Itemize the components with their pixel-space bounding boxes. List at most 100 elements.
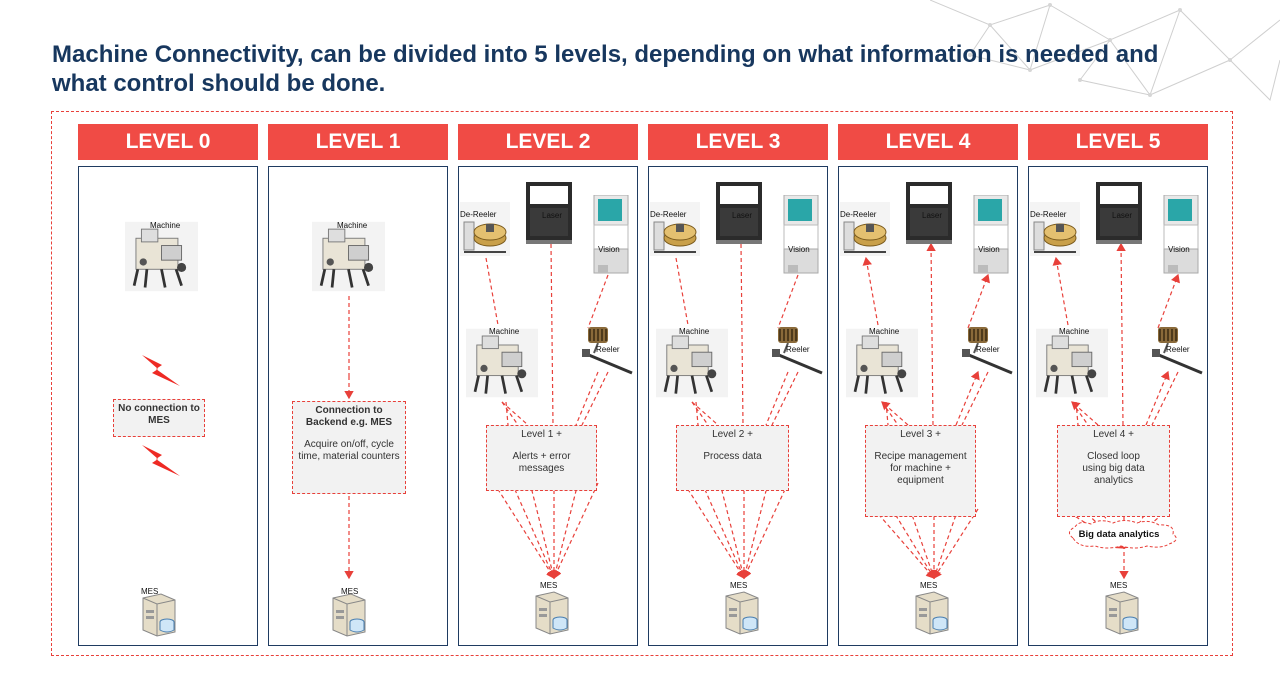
connection-line [587,274,609,329]
control-arrow [1052,256,1069,326]
level-2-box-title: Level 1 + [521,429,562,440]
connection-line [505,401,509,426]
connection-line [765,371,789,426]
connection-line [550,243,554,426]
vision-icon [973,195,1009,274]
connection-line [740,243,744,426]
machine-icon [656,328,728,398]
level-4-box-title: Level 3 + [900,429,941,440]
connection-line [691,401,709,426]
dereeler-label: De-Reeler [460,210,497,219]
mes-label: MES [1110,581,1128,590]
vision-label: Vision [788,245,810,254]
reeler-label: Reeler [976,345,1000,354]
machine-icon [846,328,918,398]
no-connection-lightning-icon [142,445,180,476]
laser-icon [1096,182,1142,244]
vision-label: Vision [1168,245,1190,254]
level-2-box-text: Alerts + error messages [512,451,571,474]
level-0-header: LEVEL 0 [78,124,258,160]
control-arrow [1157,273,1180,329]
mes-server-icon [535,591,569,635]
level-0-status-box: No connection to MES [113,399,205,437]
mes-server-icon [332,593,366,637]
level-1-box-title: Connection to Backend e.g. MES [305,405,393,428]
connection-line [1071,401,1089,426]
mes-server-icon [1105,591,1139,635]
machine-label: Machine [1059,327,1090,336]
data-to-mes-arrow [741,482,769,580]
data-to-mes-arrow [552,482,599,580]
data-to-mes-arrow [493,482,555,580]
data-to-mes-arrow [931,508,959,580]
reeler-icon [582,327,633,375]
laser-icon [526,182,572,244]
laser-label: Laser [1112,211,1133,220]
control-arrow [967,273,990,329]
level-1-header: LEVEL 1 [268,124,448,160]
level-4-header: LEVEL 4 [838,124,1018,160]
connection-line [691,401,719,426]
control-arrow [862,256,879,326]
machine-label: Machine [489,327,520,336]
mes-server-icon [725,591,759,635]
connection-line [695,401,699,426]
laser-icon [716,182,762,244]
connection-line [771,371,799,426]
connection-line [675,257,689,326]
dereeler-icon [840,202,890,256]
vision-icon [1163,195,1199,274]
mes-server-icon [142,593,176,637]
dereeler-label: De-Reeler [840,210,877,219]
level-3-info-box: Level 2 + Process data [676,425,789,491]
mes-server-icon [915,591,949,635]
connection-line [1151,371,1179,426]
vision-icon [783,195,819,274]
level-2-info-box: Level 1 + Alerts + error messages [486,425,597,491]
machine-label: Machine [869,327,900,336]
data-to-mes-arrow [701,482,746,580]
vision-label: Vision [978,245,1000,254]
control-arrow [955,370,980,426]
control-arrow [1116,242,1126,426]
machine-icon [1036,328,1108,398]
data-to-mes-arrow [511,482,556,580]
level-4-info-box: Level 3 + Recipe management for machine … [865,425,976,517]
level-3-header: LEVEL 3 [648,124,828,160]
dereeler-icon [460,202,510,256]
no-connection-lightning-icon [142,355,180,386]
level-5-info-box: Level 4 + Closed loop using big data ana… [1057,425,1170,517]
reeler-label: Reeler [596,345,620,354]
level-1-box-text: Acquire on/off, cycle time, material cou… [298,439,400,462]
mes-label: MES [920,581,938,590]
data-to-mes-arrow [551,482,579,580]
machine-label: Machine [337,221,368,230]
laser-label: Laser [922,211,943,220]
laser-icon [906,182,952,244]
machine-label: Machine [679,327,710,336]
big-data-label: Big data analytics [1078,529,1160,540]
level-1-info-box: Connection to Backend e.g. MES Acquire o… [292,401,406,494]
page-title: Machine Connectivity, can be divided int… [52,41,1159,97]
connection-line [501,401,529,426]
data-to-mes-arrow [933,508,979,580]
level-4-box-text: Recipe management for machine + equipmen… [874,451,967,486]
machine-icon [312,221,385,292]
reeler-label: Reeler [786,345,810,354]
network-decoration [930,0,1280,101]
control-arrow [926,242,936,426]
reeler-icon [772,327,823,375]
mes-label: MES [540,581,558,590]
connection-line [501,401,519,426]
dereeler-icon [650,202,700,256]
laser-label: Laser [732,211,753,220]
mes-label: MES [141,587,159,596]
laser-label: Laser [542,211,563,220]
level-5-box-title: Level 4 + [1093,429,1134,440]
connection-line [885,401,889,426]
connection-line [575,371,599,426]
reeler-label: Reeler [1166,345,1190,354]
data-to-mes-arrow [529,482,557,580]
control-arrow [1145,370,1170,426]
